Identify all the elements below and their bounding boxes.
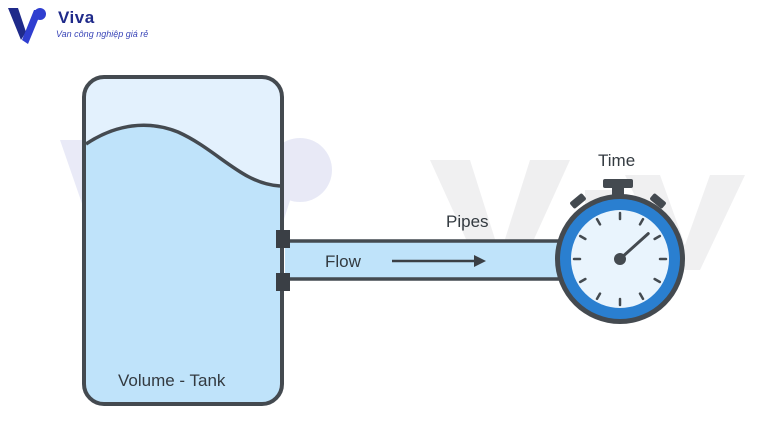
time-label: Time (598, 151, 635, 170)
water-surface (85, 123, 281, 188)
brand-name: Viva (58, 8, 95, 27)
pipe-connector-bottom (276, 273, 290, 291)
stopwatch-tick (638, 292, 645, 301)
stopwatch-ticks (572, 211, 668, 307)
stopwatch-tick (653, 234, 662, 241)
stopwatch-tick (595, 217, 602, 226)
tank (82, 75, 284, 406)
tank-water (86, 125, 280, 402)
stopwatch-tick (638, 217, 645, 226)
arrow-right-icon (392, 255, 486, 267)
stopwatch-tick (653, 277, 662, 284)
stopwatch-icon (555, 179, 685, 324)
pipe-connector-top (276, 230, 290, 248)
viva-logo-icon (8, 8, 46, 44)
stopwatch-tick (578, 234, 587, 241)
flow-label: Flow (325, 252, 362, 271)
stopwatch-hand (618, 232, 650, 261)
tank-label: Volume - Tank (118, 371, 226, 390)
pipes-label: Pipes (446, 212, 489, 231)
stopwatch-tick (578, 277, 587, 284)
brand-tagline: Van công nghiệp giá rẻ (56, 29, 149, 39)
pipes (285, 239, 560, 281)
brand-logo: Viva Van công nghiệp giá rẻ (4, 2, 184, 46)
stopwatch-tick (595, 292, 602, 301)
